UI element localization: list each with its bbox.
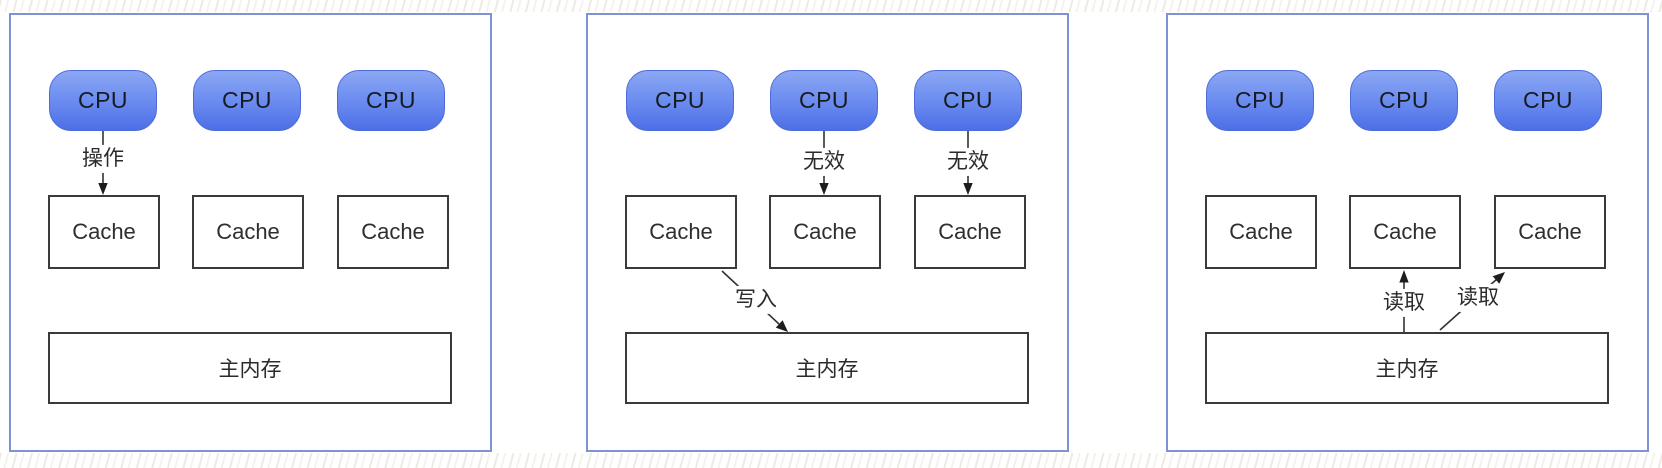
main-memory-node: 主内存 [48,332,452,404]
cpu-node: CPU [49,70,157,131]
main-memory-node: 主内存 [625,332,1029,404]
cache-node: Cache [1205,195,1317,269]
panel-operation: CPU CPU CPU Cache Cache Cache 主内存 操作 [9,13,492,452]
arrow-label-write: 写入 [730,285,782,315]
cpu-node: CPU [770,70,878,131]
main-memory-node: 主内存 [1205,332,1609,404]
watermark-texture-top [0,0,1662,12]
cache-node: Cache [625,195,737,269]
panel-invalidate-write: CPU CPU CPU Cache Cache Cache 主内存 无效 无效 … [586,13,1069,452]
arrow-label-invalid: 无效 [798,147,850,177]
cache-node: Cache [48,195,160,269]
cache-node: Cache [1494,195,1606,269]
arrow-label-operate: 操作 [77,144,129,174]
cpu-node: CPU [337,70,445,131]
arrow-label-read: 读取 [1452,283,1504,313]
arrow-label-invalid: 无效 [942,147,994,177]
cpu-node: CPU [1350,70,1458,131]
arrow-label-read: 读取 [1378,288,1430,318]
cpu-node: CPU [626,70,734,131]
cpu-node: CPU [193,70,301,131]
cache-node: Cache [914,195,1026,269]
cpu-node: CPU [1494,70,1602,131]
cache-node: Cache [337,195,449,269]
panel-read: CPU CPU CPU Cache Cache Cache 主内存 读取 读取 [1166,13,1649,452]
cache-node: Cache [1349,195,1461,269]
cache-node: Cache [192,195,304,269]
cache-node: Cache [769,195,881,269]
cpu-node: CPU [914,70,1022,131]
watermark-texture-bottom [0,453,1662,468]
cpu-node: CPU [1206,70,1314,131]
